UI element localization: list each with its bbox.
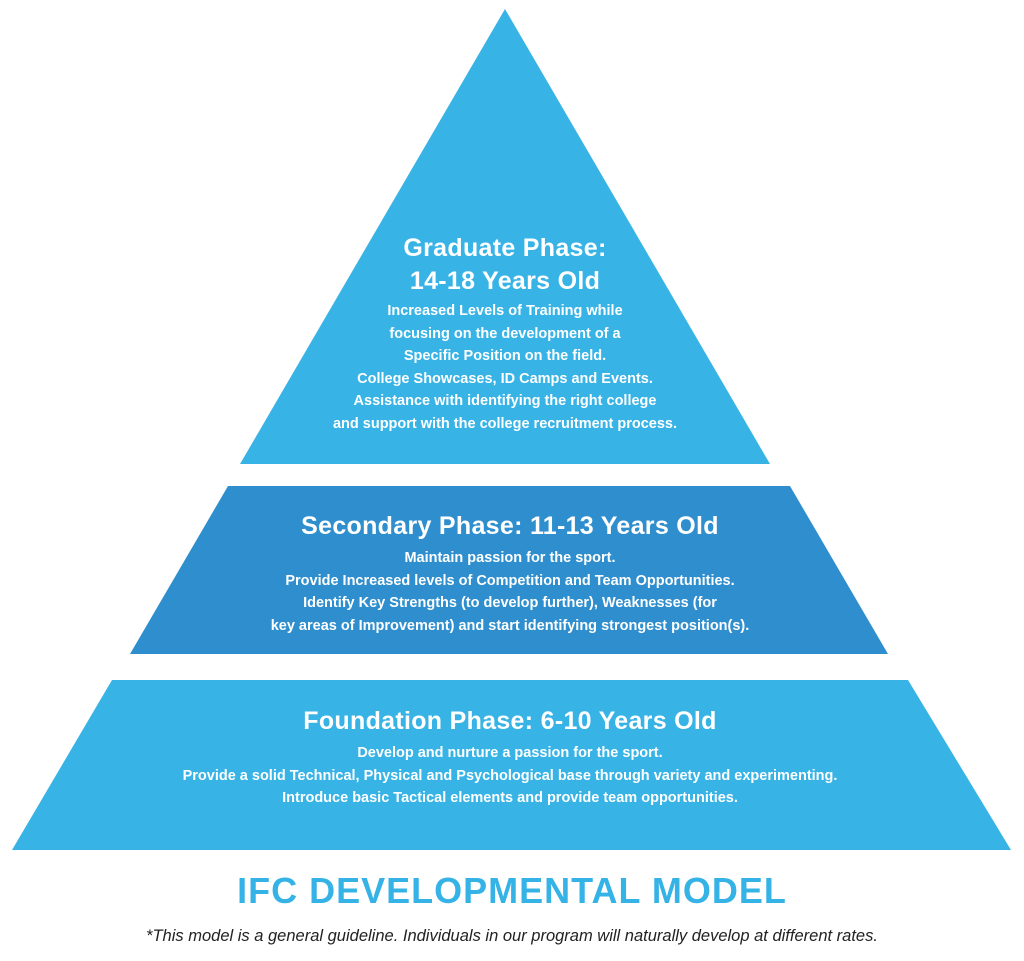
foundation-phase-tier-shape — [12, 680, 1011, 850]
tier-description-line: Provide Increased levels of Competition … — [285, 572, 735, 589]
tier-description-line: and support with the college recruitment… — [332, 415, 678, 432]
tier-description-line: Develop and nurture a passion for the sp… — [357, 745, 663, 761]
tier-description-line: Provide a solid Technical, Physical and … — [182, 767, 838, 784]
tier-title-line: Foundation Phase: 6-10 Years Old — [303, 707, 717, 735]
footnote: *This model is a general guideline. Indi… — [146, 927, 878, 945]
foundation-phase-title: Foundation Phase: 6-10 Years Old — [40, 706, 980, 736]
tier-description-line: Introduce basic Tactical elements and pr… — [282, 790, 738, 806]
tier-title-line: Secondary Phase: 11-13 Years Old — [301, 512, 719, 540]
tier-title-line: Graduate Phase: — [403, 234, 607, 262]
tier-description-line: Identify Key Strengths (to develop furth… — [303, 595, 717, 611]
graduate-phase-title: Graduate Phase: 14-18 Years Old — [255, 232, 755, 298]
secondary-phase-title: Secondary Phase: 11-13 Years Old — [160, 511, 860, 541]
graduate-phase-tier-shape — [240, 9, 770, 464]
graduate-phase-description: Increased Levels of Training while focus… — [255, 300, 755, 435]
tier-description-line: Specific Position on the field. — [403, 348, 607, 364]
secondary-phase-tier: Secondary Phase: 11-13 Years Old Maintai… — [160, 511, 860, 637]
secondary-phase-tier-shape — [130, 486, 888, 654]
tier-title-line: 14-18 Years Old — [409, 267, 601, 295]
foundation-phase-tier: Foundation Phase: 6-10 Years Old Develop… — [40, 706, 980, 810]
secondary-phase-description: Maintain passion for the sport. Provide … — [160, 547, 860, 637]
tier-description-line: Maintain passion for the sport. — [404, 550, 616, 566]
tier-description-line: focusing on the development of a — [389, 325, 621, 342]
tier-description-line: College Showcases, ID Camps and Events. — [357, 370, 653, 387]
tier-description-line: Assistance with identifying the right co… — [353, 393, 657, 409]
model-title: IFC DEVELOPMENTAL MODEL — [237, 870, 787, 911]
tier-description-line: Increased Levels of Training while — [387, 303, 623, 319]
graduate-phase-tier: Graduate Phase: 14-18 Years Old Increase… — [255, 232, 755, 435]
tier-description-line: key areas of Improvement) and start iden… — [270, 617, 750, 634]
foundation-phase-description: Develop and nurture a passion for the sp… — [40, 742, 980, 810]
